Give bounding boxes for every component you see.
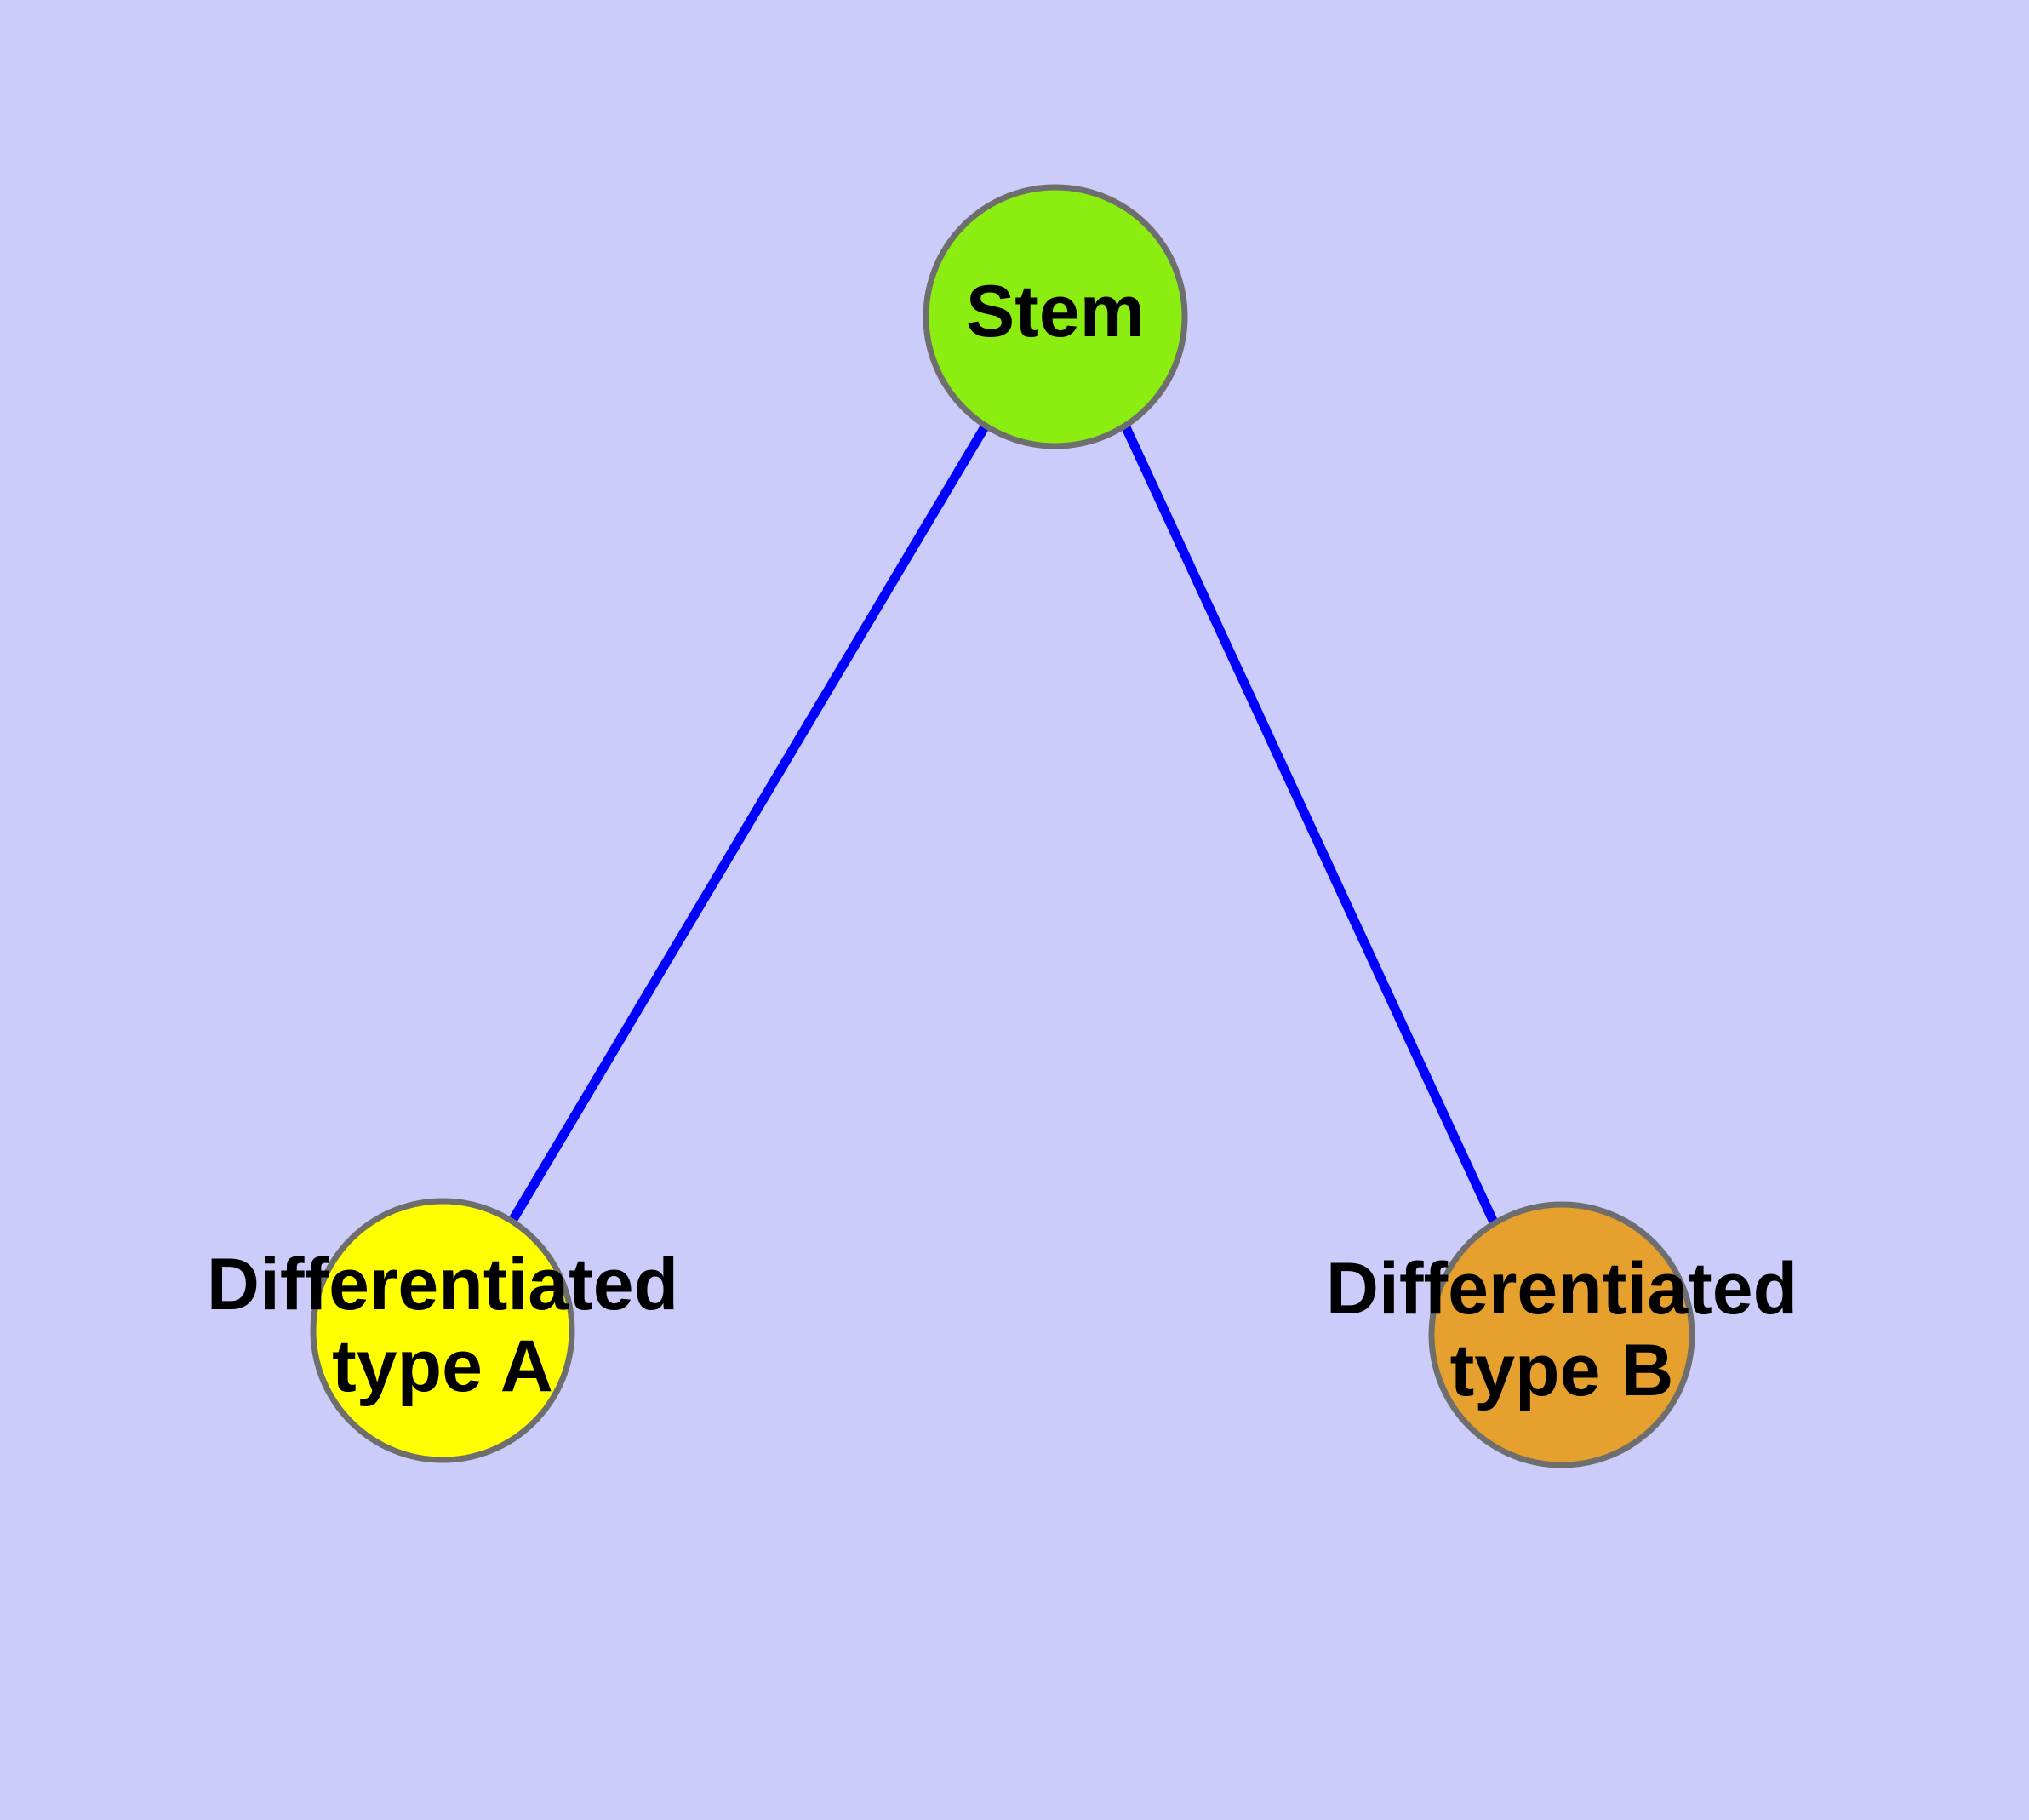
edge-stem-to-differentiated-type-a[interactable] <box>508 423 990 1223</box>
node-label-stem: Stem <box>966 271 1145 352</box>
node-stem[interactable] <box>923 184 1188 449</box>
node-differentiated-type-b[interactable] <box>1428 1201 1695 1468</box>
node-differentiated-type-a[interactable] <box>310 1198 575 1463</box>
edge-stem-to-differentiated-type-b[interactable] <box>1121 423 1500 1228</box>
node-label-line: type B <box>1450 1330 1674 1411</box>
node-label-line: type A <box>332 1325 553 1407</box>
node-label-line: Differentiated <box>207 1244 678 1325</box>
node-label-line: Differentiated <box>1326 1248 1798 1330</box>
edges-layer <box>508 423 1500 1228</box>
node-label-line: Stem <box>966 271 1145 352</box>
nodes-layer <box>310 184 1695 1468</box>
